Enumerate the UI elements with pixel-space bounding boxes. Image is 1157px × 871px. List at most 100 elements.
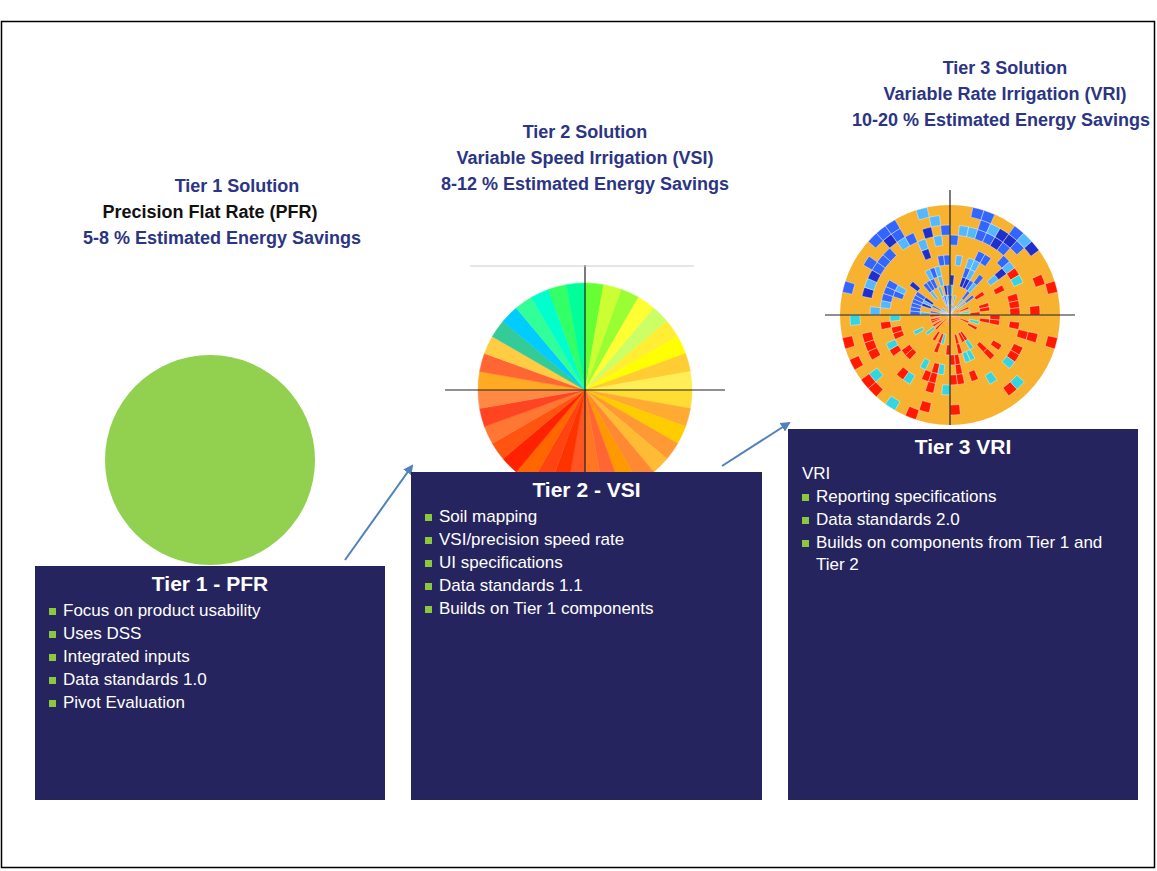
rate-cell — [959, 318, 969, 323]
rate-cell — [932, 331, 940, 341]
rate-cell — [886, 280, 898, 291]
solution-heading: 5-8 % Estimated Energy Savings — [83, 228, 361, 249]
progress-arrow — [345, 466, 412, 560]
rate-cell — [932, 305, 942, 311]
rate-cell — [950, 375, 957, 385]
bullet-item: Soil mapping — [425, 506, 748, 528]
rate-cell — [938, 276, 944, 287]
rate-cell — [925, 382, 935, 394]
rate-cell — [1009, 300, 1020, 308]
rate-cell — [965, 339, 974, 349]
rate-cell — [924, 297, 934, 305]
rate-cell — [942, 385, 950, 395]
rate-cell — [955, 364, 962, 375]
rate-cell — [913, 327, 924, 335]
rate-cell — [890, 315, 900, 321]
box-heading: Tier 3 VRI — [802, 435, 1124, 459]
rate-cell — [917, 239, 928, 251]
rate-cell — [938, 255, 945, 266]
rate-cell — [1009, 321, 1020, 329]
rate-cell — [905, 406, 919, 419]
rate-cell — [969, 319, 979, 324]
axis-line — [584, 265, 585, 505]
rate-cell — [950, 275, 954, 285]
rate-cell — [870, 307, 880, 315]
rate-cell — [920, 358, 930, 370]
speed-pie — [445, 265, 725, 505]
rate-cell — [930, 317, 940, 321]
rate-cell — [842, 336, 854, 349]
rate-cell — [916, 207, 929, 219]
rate-cell — [983, 348, 994, 359]
rate-cell — [1045, 336, 1057, 349]
rate-cell — [1024, 241, 1039, 256]
rate-cell — [952, 295, 956, 305]
rate-cell — [956, 374, 964, 385]
rate-cell — [919, 401, 931, 413]
rate-cell — [930, 311, 940, 314]
rate-cell — [950, 307, 957, 315]
rate-cell — [950, 310, 959, 315]
rate-cell — [885, 396, 900, 410]
rate-cell — [930, 278, 938, 289]
rate-cell — [896, 367, 908, 380]
solution-heading: 8-12 % Estimated Energy Savings — [441, 174, 729, 195]
rate-cell — [850, 356, 864, 370]
rate-cell — [974, 275, 984, 286]
flat-rate-circle — [105, 355, 315, 565]
rate-cell — [985, 372, 997, 385]
rate-cell — [929, 216, 940, 227]
pie-slice — [478, 390, 585, 409]
bullet-item: Data standards 1.0 — [49, 669, 371, 691]
rate-cell — [944, 255, 950, 265]
rate-cell — [960, 311, 970, 314]
rate-cell — [993, 285, 1005, 295]
rate-cell — [1030, 306, 1040, 315]
solution-heading: Tier 1 Solution — [175, 176, 300, 197]
solution-heading: Precision Flat Rate (PFR) — [102, 202, 317, 223]
rate-cell — [926, 327, 935, 335]
rate-cell — [915, 291, 925, 300]
rate-cell — [967, 323, 977, 330]
rate-cell — [933, 235, 942, 246]
bullet-item: Integrated inputs — [49, 646, 371, 668]
bullet-item: Pivot Evaluation — [49, 692, 371, 714]
rate-cell — [950, 405, 960, 415]
rate-cell — [880, 321, 891, 329]
rate-cell — [910, 282, 921, 292]
pie-slice — [585, 371, 692, 390]
solution-heading: Tier 2 Solution — [523, 122, 648, 143]
rate-cell — [965, 295, 974, 303]
rate-cell — [981, 210, 995, 223]
bullet-item: VRI — [802, 463, 1124, 485]
rate-cell — [1045, 281, 1057, 294]
bullet-item: Reporting specifications — [802, 486, 1124, 508]
rate-cell — [990, 340, 1002, 350]
bullet-item: Data standards 1.1 — [425, 575, 748, 597]
rate-cell — [905, 233, 917, 246]
rate-cell — [950, 315, 960, 319]
box-heading: Tier 2 - VSI — [425, 478, 748, 502]
rate-cell — [950, 235, 958, 245]
rate-cell — [1003, 382, 1017, 396]
rate-cell — [946, 345, 950, 355]
bullet-item: Builds on components from Tier 1 and Tie… — [802, 532, 1124, 576]
rate-cell — [935, 266, 942, 277]
bullet-item: Builds on Tier 1 components — [425, 598, 748, 620]
rate-map — [825, 190, 1075, 425]
rate-cell — [941, 225, 950, 235]
rate-cell — [957, 302, 966, 310]
rate-cell — [1010, 308, 1020, 315]
tier-box: Tier 2 - VSI Soil mappingVSI/precision sp… — [411, 472, 762, 800]
rate-cell — [943, 315, 950, 322]
guide-line — [470, 266, 694, 267]
bullet-item: VSI/precision speed rate — [425, 529, 748, 551]
solution-heading: Variable Speed Irrigation (VSI) — [456, 148, 713, 169]
rate-cell — [931, 363, 939, 374]
rate-cell — [989, 319, 1000, 325]
rate-cell — [891, 325, 902, 333]
bullet-item: UI specifications — [425, 552, 748, 574]
rate-cell — [1002, 356, 1015, 368]
rate-cell — [850, 315, 860, 325]
solution-heading: Tier 3 Solution — [943, 58, 1068, 79]
